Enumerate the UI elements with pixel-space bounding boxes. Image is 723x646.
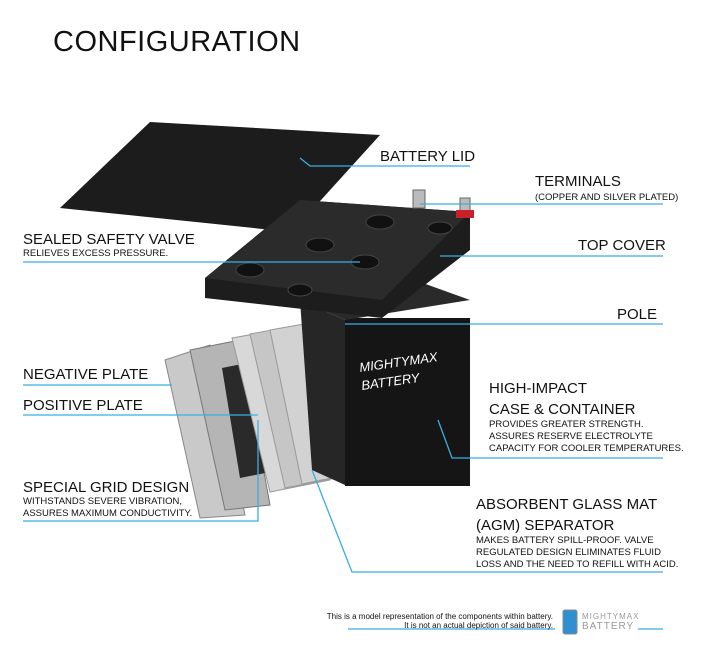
label-safety-valve: SEALED SAFETY VALVE [23,231,195,248]
label-battery-lid: BATTERY LID [380,148,476,165]
battery-case-front [345,318,470,486]
label-top-cover: TOP COVER [578,237,666,254]
label-terminals-sub: (COPPER AND SILVER PLATED) [535,192,679,203]
label-grid: SPECIAL GRID DESIGN [23,479,190,496]
label-terminals: TERMINALS [535,173,621,190]
label-pole: POLE [617,306,658,323]
label-positive-plate: POSITIVE PLATE [23,397,143,414]
label-case-1: HIGH-IMPACT [489,380,588,397]
label-safety-valve-sub: RELIEVES EXCESS PRESSURE. [23,248,169,259]
label-agm-2: (AGM) SEPARATOR [476,517,615,534]
footnote: This is a model representation of the co… [326,612,553,630]
leader-lines [23,157,663,630]
page-title: CONFIGURATION [53,26,301,58]
label-case-sub: PROVIDES GREATER STRENGTH.ASSURES RESERV… [489,419,684,454]
label-case-2: CASE & CONTAINER [489,401,636,418]
mightymax-logo [562,609,578,635]
battery-case-side [300,300,345,485]
label-agm-1: ABSORBENT GLASS MAT [476,496,658,513]
label-grid-sub: WITHSTANDS SEVERE VIBRATION,ASSURES MAXI… [23,496,193,519]
label-negative-plate: NEGATIVE PLATE [23,366,149,383]
terminal-negative [412,189,426,209]
